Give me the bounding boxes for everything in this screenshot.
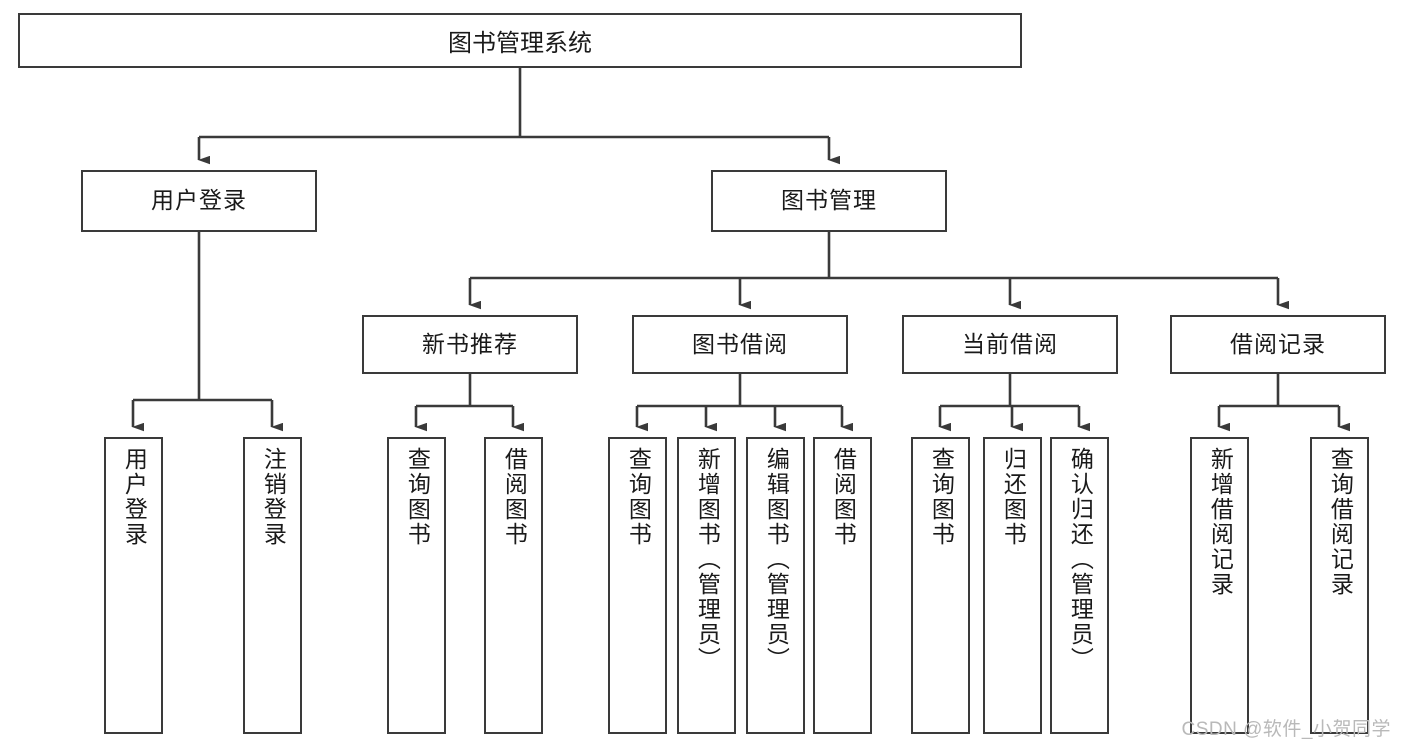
leaf-query-book-borrow[interactable]: 查询图书 <box>608 437 667 734</box>
leaf-label: 编辑图书（管理员） <box>763 447 790 672</box>
leaf-return-book[interactable]: 归还图书 <box>983 437 1042 734</box>
leaf-add-borrow-record[interactable]: 新增借阅记录 <box>1190 437 1249 734</box>
leaf-confirm-return-admin[interactable]: 确认归还（管理员） <box>1050 437 1109 734</box>
leaf-label: 用户登录 <box>121 447 148 547</box>
leaf-label: 查询图书 <box>625 447 652 547</box>
node-label: 图书借阅 <box>692 330 788 357</box>
leaf-query-borrow-record[interactable]: 查询借阅记录 <box>1310 437 1369 734</box>
node-root[interactable]: 图书管理系统 <box>18 13 1022 68</box>
leaf-label: 新增图书（管理员） <box>694 447 721 672</box>
leaf-query-book-recommend[interactable]: 查询图书 <box>387 437 446 734</box>
node-current-borrow[interactable]: 当前借阅 <box>902 315 1118 374</box>
leaf-label: 新增借阅记录 <box>1207 447 1234 597</box>
node-new-book-recommend[interactable]: 新书推荐 <box>362 315 578 374</box>
node-book-borrow[interactable]: 图书借阅 <box>632 315 848 374</box>
node-root-label: 图书管理系统 <box>448 30 592 57</box>
leaf-label: 查询图书 <box>404 447 431 547</box>
leaf-label: 归还图书 <box>1000 447 1027 547</box>
node-label: 借阅记录 <box>1230 330 1326 357</box>
node-label: 图书管理 <box>781 187 877 214</box>
leaf-user-login[interactable]: 用户登录 <box>104 437 163 734</box>
leaf-label: 确认归还（管理员） <box>1067 447 1094 672</box>
leaf-label: 借阅图书 <box>830 447 857 547</box>
leaf-label: 查询图书 <box>928 447 955 547</box>
leaf-borrow-book-recommend[interactable]: 借阅图书 <box>484 437 543 734</box>
leaf-borrow-book[interactable]: 借阅图书 <box>813 437 872 734</box>
leaf-label: 注销登录 <box>260 447 287 547</box>
watermark: CSDN @软件_小贺同学 <box>1181 719 1391 740</box>
node-user-login[interactable]: 用户登录 <box>81 170 317 232</box>
node-label: 新书推荐 <box>422 330 518 357</box>
leaf-label: 借阅图书 <box>501 447 528 547</box>
node-label: 当前借阅 <box>962 330 1058 357</box>
node-label: 用户登录 <box>151 187 247 214</box>
leaf-edit-book-admin[interactable]: 编辑图书（管理员） <box>746 437 805 734</box>
node-book-management[interactable]: 图书管理 <box>711 170 947 232</box>
node-borrow-record[interactable]: 借阅记录 <box>1170 315 1386 374</box>
leaf-query-book-current[interactable]: 查询图书 <box>911 437 970 734</box>
leaf-label: 查询借阅记录 <box>1327 447 1354 597</box>
leaf-add-book-admin[interactable]: 新增图书（管理员） <box>677 437 736 734</box>
leaf-logout[interactable]: 注销登录 <box>243 437 302 734</box>
